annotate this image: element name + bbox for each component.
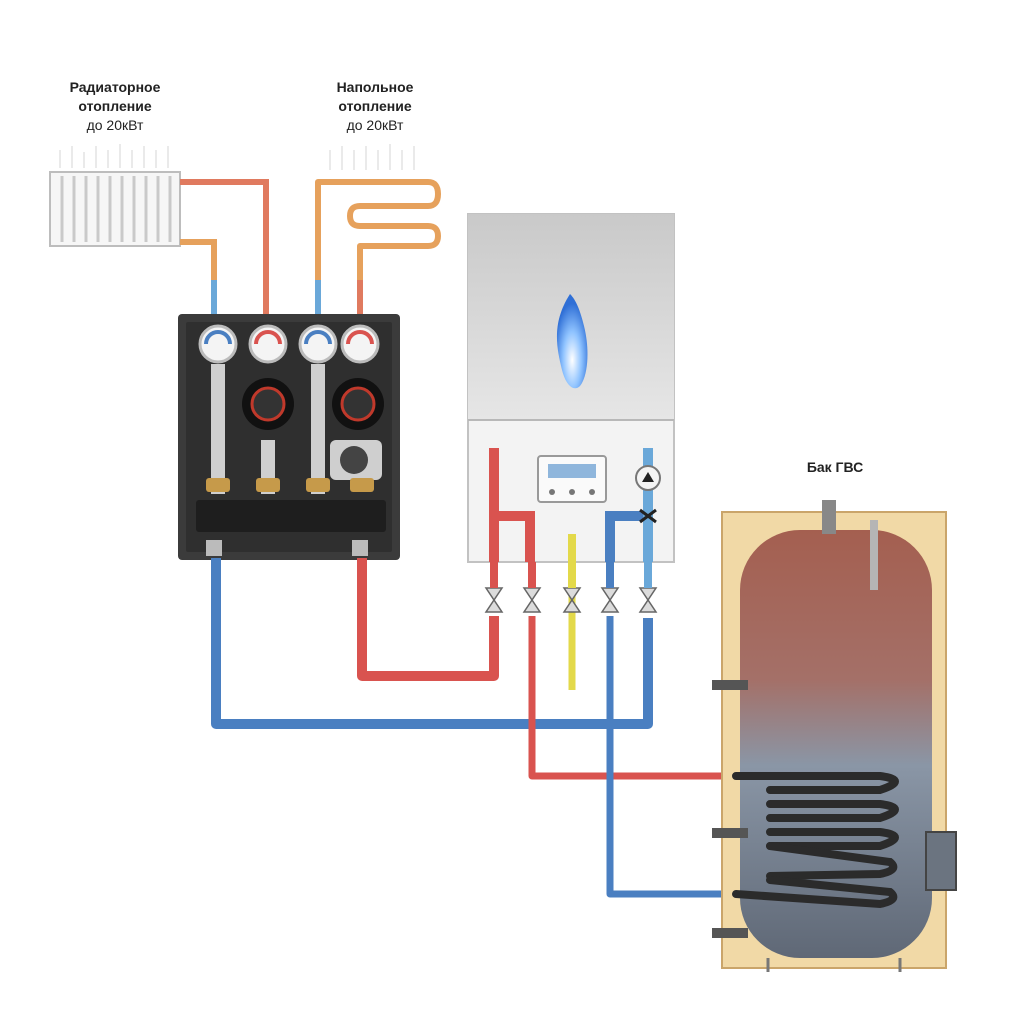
gauge-icon [198, 324, 380, 364]
floor-heating-label: Напольное отопление до 20кВт [300, 78, 450, 135]
circuit-pipes [211, 530, 736, 898]
pump-icon [242, 378, 384, 430]
floor-heating-coil-icon [315, 144, 441, 316]
radiator-heating-label: Радиаторное отопление до 20кВт [40, 78, 190, 135]
heat-exchanger-coil [732, 772, 899, 909]
hot-water-tank-icon [712, 500, 957, 972]
gas-boiler-icon [467, 213, 675, 563]
control-panel [537, 455, 607, 503]
radiator-icon [49, 144, 181, 247]
hydraulic-module-icon [178, 314, 400, 560]
floor-label-power: до 20кВт [346, 117, 404, 133]
floor-label-subtitle: отопление [338, 98, 412, 114]
radiator-pipes [180, 179, 363, 316]
radiator-label-subtitle: отопление [78, 98, 152, 114]
mixing-valve-icon [330, 440, 382, 480]
radiator-label-power: до 20кВт [86, 117, 144, 133]
radiator-label-title: Радиаторное [69, 79, 161, 95]
floor-label-title: Напольное [336, 79, 414, 95]
tank-label: Бак ГВС [806, 459, 864, 475]
shutoff-valves [484, 562, 658, 613]
flame-icon [556, 294, 588, 389]
